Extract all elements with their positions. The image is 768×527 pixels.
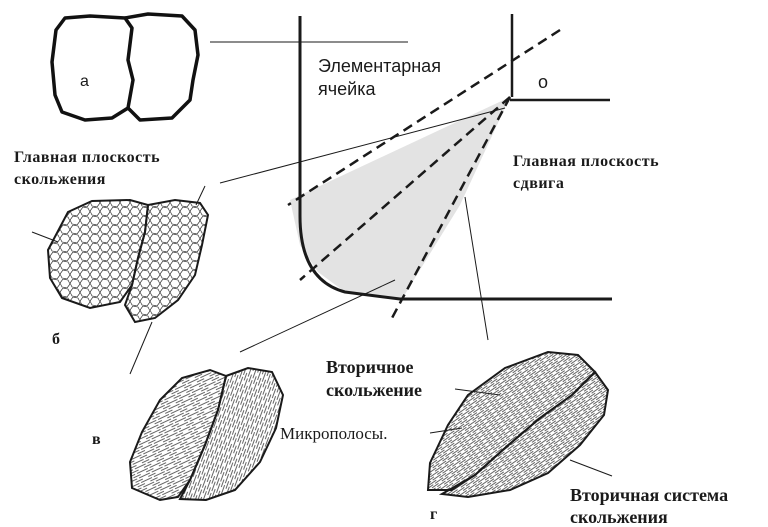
label-main-shear-plane-line1: Главная плоскость (513, 152, 659, 172)
label-point-o: о (538, 72, 548, 92)
label-main-slip-plane-line2: скольжения (14, 170, 106, 190)
grain-g (428, 352, 608, 497)
grain-a (52, 14, 198, 120)
leader-shear-plane (465, 197, 488, 340)
label-main-shear-plane-line2: сдвига (513, 174, 564, 194)
label-grain-b: б (52, 330, 60, 350)
leader-to-b (130, 322, 152, 374)
label-elementary-cell-line1: Элементарная (318, 56, 441, 76)
label-secondary-slip-line2: скольжение (326, 380, 422, 400)
grain-v (130, 368, 283, 500)
label-secondary-slip-line1: Вторичное (326, 357, 414, 377)
label-secondary-slip-system-line2: скольжения (570, 507, 668, 527)
label-elementary-cell-line2: ячейка (318, 79, 375, 99)
label-main-slip-plane-line1: Главная плоскость (14, 148, 160, 168)
leader-to-v (240, 280, 395, 352)
label-secondary-slip-system-line1: Вторичная система (570, 485, 728, 505)
label-grain-v: в (92, 430, 101, 450)
label-grain-a: а (80, 72, 89, 92)
leader-secondary-system (570, 460, 612, 476)
label-grain-g: г (430, 505, 437, 525)
grain-b (48, 200, 208, 322)
label-microbands: Микрополосы. (280, 423, 387, 445)
